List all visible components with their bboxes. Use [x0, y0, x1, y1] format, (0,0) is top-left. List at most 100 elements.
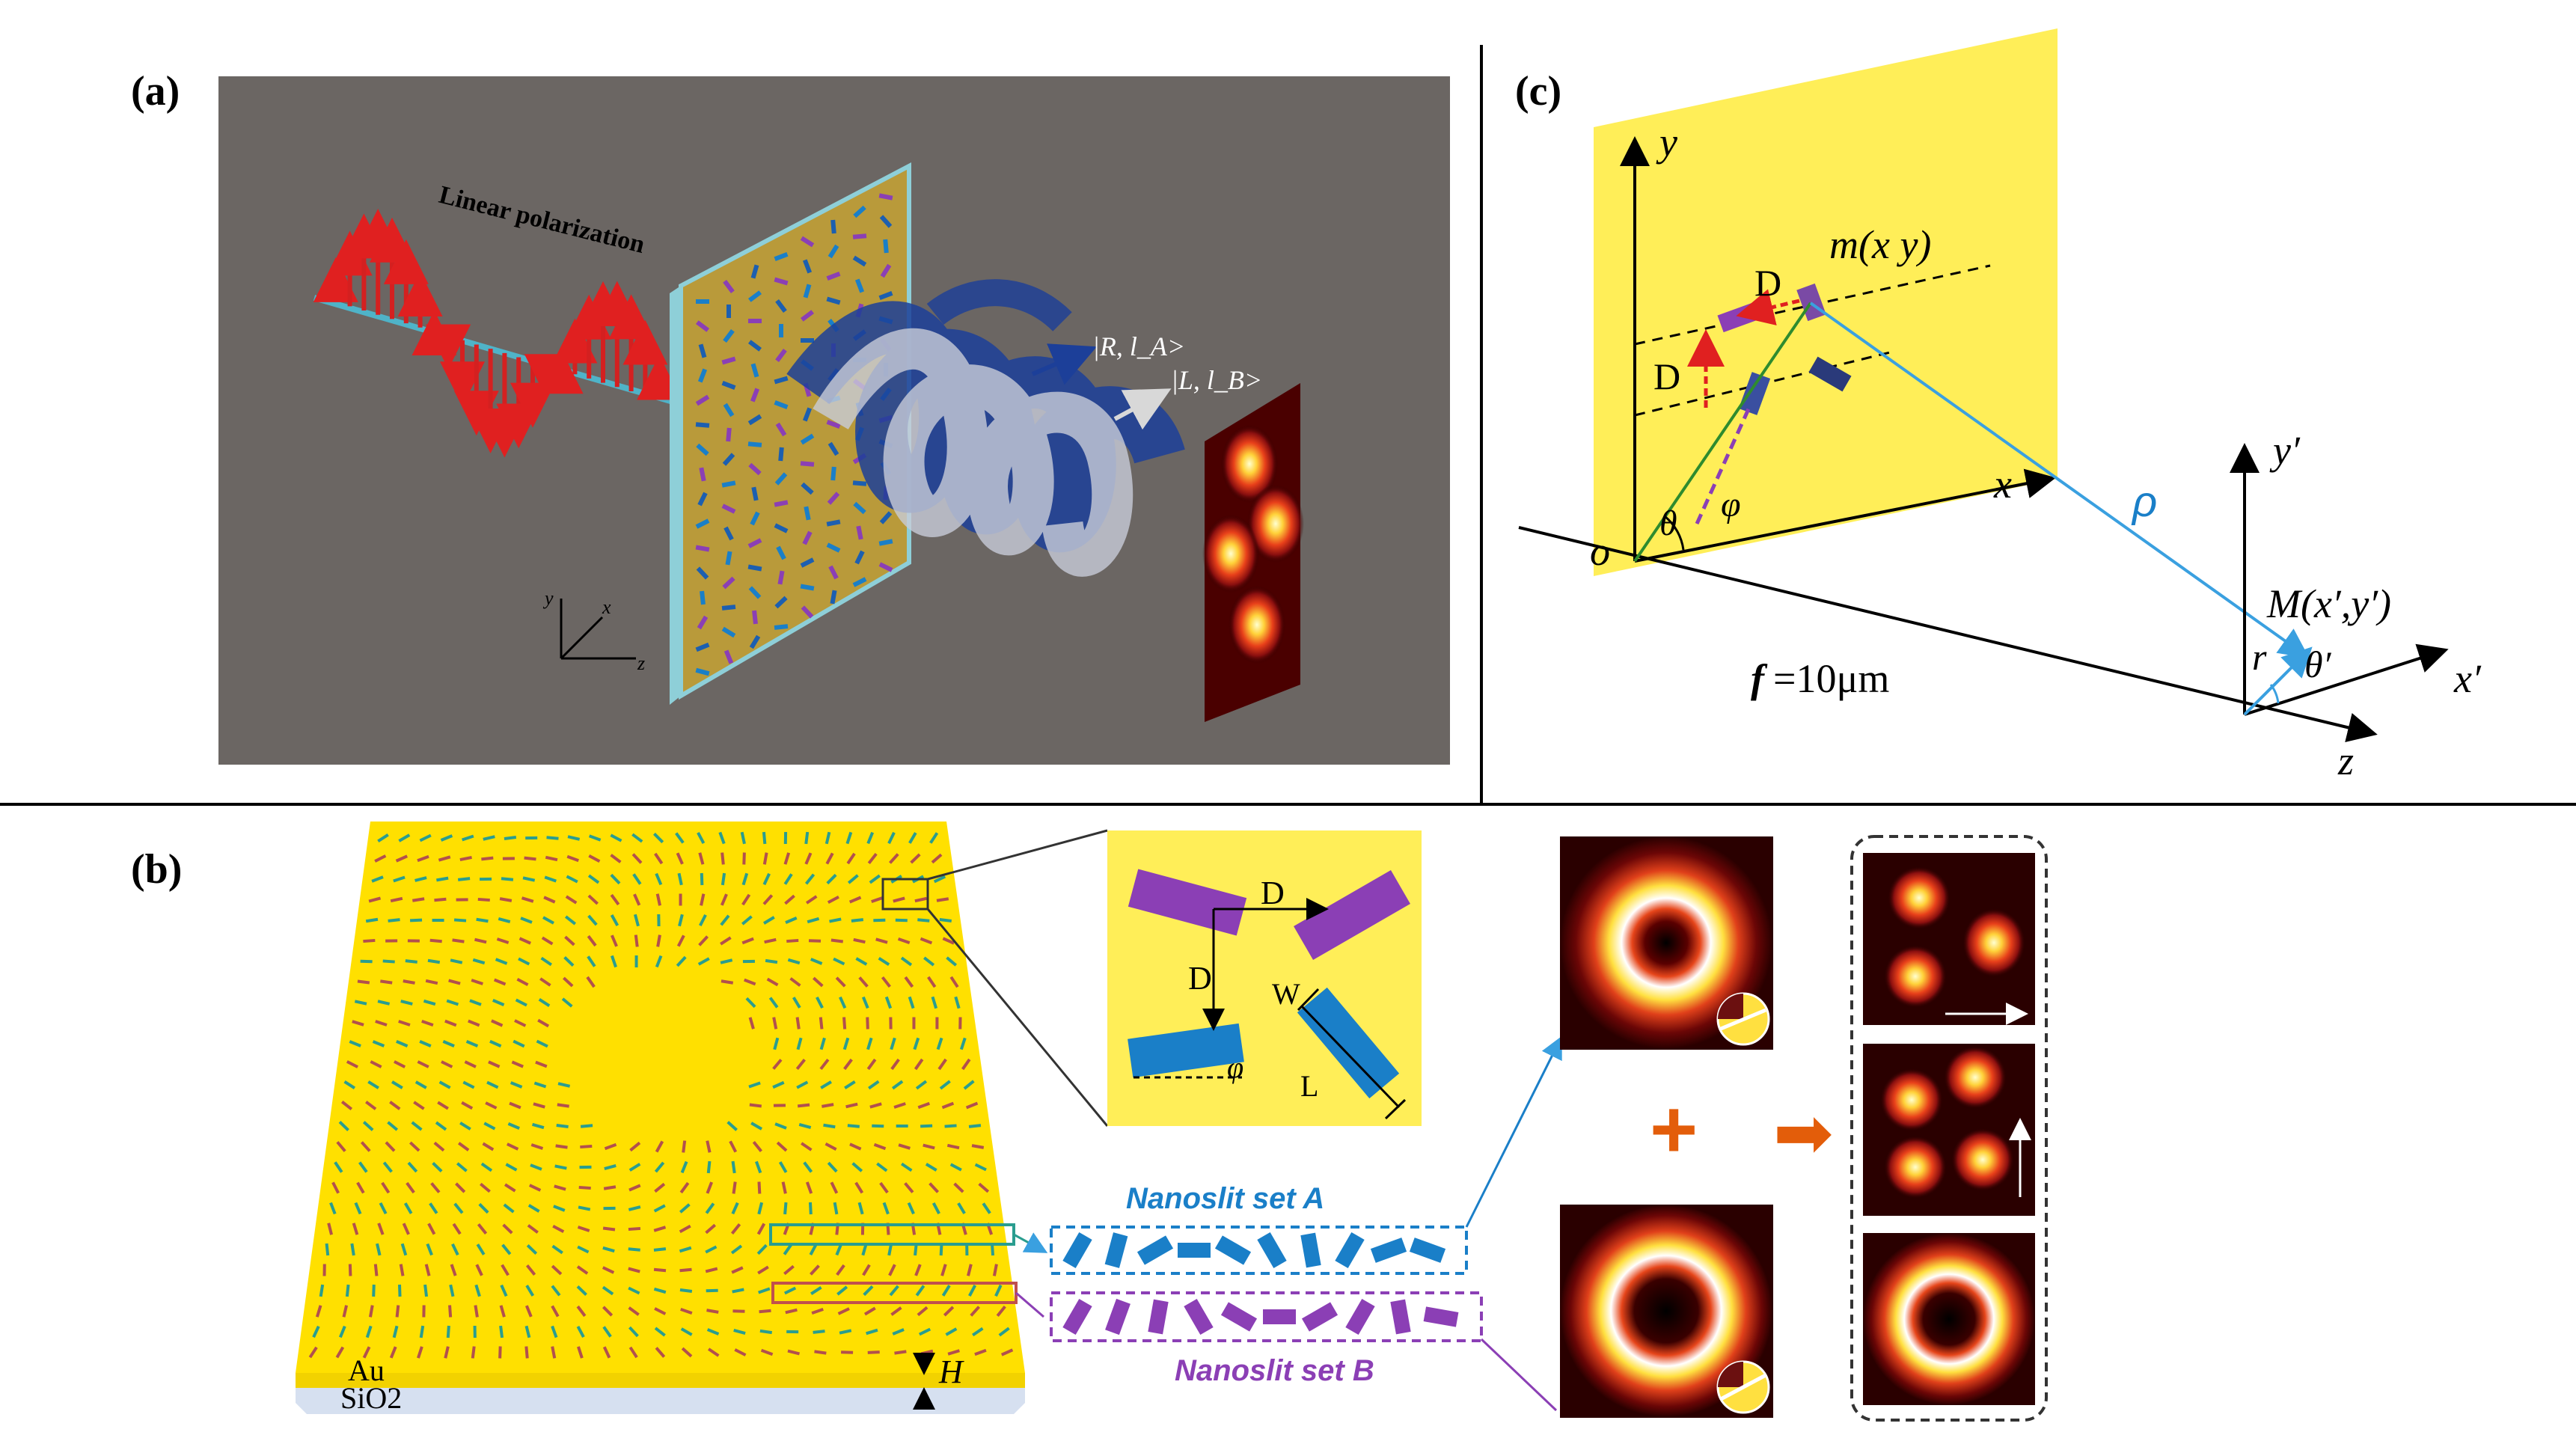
plate-nanoslit: [801, 338, 814, 343]
sample-nanoslit: [376, 1243, 382, 1256]
sample-nanoslit: [759, 1309, 771, 1314]
sample-nanoslit: [524, 1305, 533, 1318]
sample-nanoslit: [944, 1124, 957, 1128]
panel-a-label: (a): [131, 68, 180, 114]
sample-nanoslit: [972, 1327, 984, 1337]
sample-nanoslit: [498, 1346, 502, 1359]
sample-nanoslit: [587, 955, 596, 967]
sample-nanoslit: [680, 1327, 693, 1336]
sample-nanoslit: [433, 1141, 445, 1152]
plate-nanoslit: [774, 596, 788, 609]
plate-nanoslit: [774, 472, 788, 486]
plate-nanoslit: [774, 500, 789, 507]
sample-nanoslit: [382, 959, 395, 964]
sample-nanoslit: [429, 938, 442, 943]
plate-nanoslit: [750, 511, 760, 526]
sample-nanoslit: [787, 1349, 800, 1356]
sample-nanoslit: [628, 1184, 641, 1192]
sample-nanoslit: [819, 1037, 826, 1050]
sample-nanoslit: [657, 914, 661, 927]
sample-nanoslit: [781, 1181, 787, 1194]
sample-nanoslit: [847, 1124, 860, 1128]
sample-nanoslit: [414, 1080, 427, 1089]
sample-nanoslit: [498, 917, 511, 924]
sample-nanoslit: [308, 1346, 318, 1359]
sample-nanoslit: [894, 1350, 907, 1355]
sample-nanoslit: [551, 1244, 563, 1255]
sample-nanoslit: [628, 1247, 640, 1252]
sample-nanoslit: [520, 917, 533, 924]
sample-nanoslit: [448, 979, 461, 985]
plate-nanoslit: [748, 340, 762, 352]
sample-nanoslit: [632, 873, 642, 885]
sample-nanoslit: [628, 1326, 639, 1338]
plate-nanoslit: [721, 504, 736, 514]
plate-nanoslit: [722, 576, 735, 590]
vortex-beam-helix: [786, 279, 1185, 577]
sample-nanoslit: [514, 1019, 527, 1027]
unit-cell-inset: [1107, 830, 1422, 1126]
sample-nanoslit: [968, 1124, 982, 1128]
plate-nanoslit: [747, 414, 762, 426]
sample-nanoslit: [795, 1059, 806, 1070]
sample-nanoslit: [432, 919, 444, 922]
sample-nanoslit: [655, 1347, 666, 1358]
plate-nanoslit: [827, 492, 840, 505]
sample-nanoslit: [797, 1103, 810, 1108]
sample-nanoslit: [706, 1181, 714, 1194]
sample-nanoslit: [928, 1182, 940, 1193]
sample-nanoslit: [482, 1142, 495, 1151]
nanoslit-set-a: [1062, 1232, 1446, 1269]
sample-nanoslit: [677, 872, 683, 886]
sample-nanoslit: [557, 1103, 569, 1108]
sample-nanoslit: [698, 935, 709, 946]
sample-nanoslit: [748, 1017, 755, 1030]
plate-nanoslit: [878, 539, 893, 546]
sample-nanoslit: [458, 1142, 470, 1151]
sample-nanoslit: [974, 1163, 987, 1172]
sample-nanoslit: [580, 1124, 593, 1128]
sample-nanoslit: [792, 997, 801, 1009]
sample-nanoslit: [453, 1202, 464, 1214]
sample-nanoslit: [654, 1307, 667, 1315]
sample-nanoslit: [352, 1223, 359, 1235]
sample-nanoslit: [610, 833, 622, 842]
sample-nanoslit: [577, 1346, 584, 1359]
panel-b-label: (b): [131, 846, 182, 893]
sample-nanoslit: [680, 1308, 693, 1315]
sample-nanoslit: [866, 1017, 869, 1030]
sample-nanoslit: [499, 1305, 506, 1318]
set-b-slit: [1301, 1302, 1339, 1332]
sample-nanoslit: [908, 832, 917, 844]
sample-nanoslit: [588, 854, 601, 863]
coordinate-axes-c: [1518, 136, 2378, 742]
sample-nanoslit: [525, 1285, 535, 1297]
sample-nanoslit: [533, 1081, 547, 1089]
sample-nanoslit: [427, 958, 441, 964]
plate-nanoslit: [853, 205, 866, 218]
sample-nanoslit: [531, 1122, 545, 1130]
sample-nanoslit: [731, 1160, 736, 1174]
sample-nanoslit: [510, 1081, 523, 1089]
sample-nanoslit: [398, 1020, 411, 1027]
sample-nanoslit: [804, 873, 816, 885]
sample-nanoslit: [888, 853, 899, 864]
sample-nanoslit: [481, 856, 494, 861]
sample-nanoslit: [448, 1305, 453, 1318]
d-label-left: D: [1653, 355, 1680, 397]
sample-nanoslit: [936, 897, 949, 902]
sample-nanoslit: [908, 996, 915, 1009]
sample-nanoslit: [354, 1000, 367, 1006]
plate-nanoslit: [698, 343, 707, 358]
plate-nanoslit: [723, 403, 735, 417]
plate-nanoslit: [722, 453, 735, 466]
sample-nanoslit: [913, 1037, 920, 1050]
sample-nanoslit: [551, 1346, 557, 1359]
plate-nanoslit: [879, 215, 893, 228]
nanoslit-set-a-label: Nanoslit set A: [1126, 1182, 1324, 1215]
sample-nanoslit: [525, 1264, 536, 1276]
sample-nanoslit: [486, 1080, 499, 1089]
sample-nanoslit: [706, 1140, 712, 1153]
sample-nanoslit: [914, 1264, 922, 1276]
sample-nanoslit: [819, 1058, 830, 1071]
